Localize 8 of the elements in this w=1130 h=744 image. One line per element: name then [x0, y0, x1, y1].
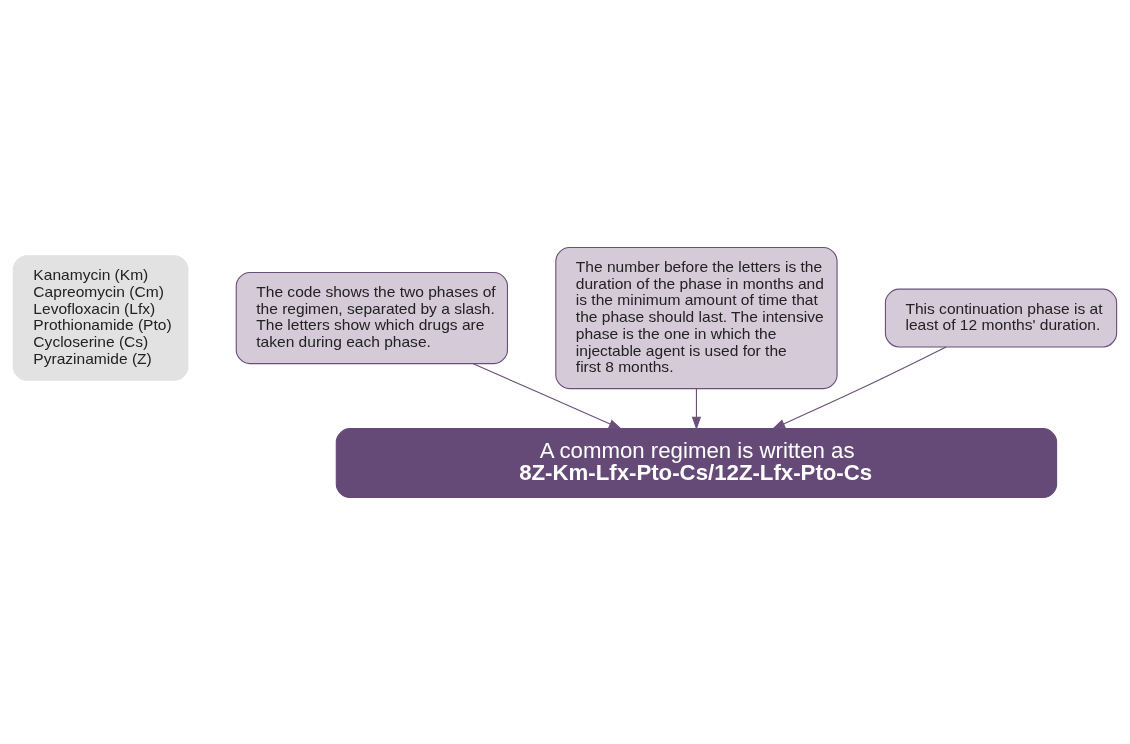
arrow	[691, 387, 702, 430]
node-box: A common regimen is written as 8Z-Km-Lfx-Pto-Cs/12Z-Lfx-Pto-Cs	[335, 427, 1058, 498]
node-box: The code shows the two phases of the regimen, separated by a slash. The letters show which drugs are taken during each phase.	[235, 271, 509, 364]
arrow	[472, 362, 623, 429]
arrow	[771, 346, 947, 429]
node-box: Kanamycin (Km) Capreomycin (Cm) Levofloxacin (Lfx) Prothionamide (Pto) Cycloserine (Cs) Pyrazinamide (Z)	[12, 254, 189, 381]
node-box: This continuation phase is at least of 12 months' duration.	[884, 288, 1118, 347]
node-box: The number before the letters is the duration of the phase in months and is the minimum amount of time that the phase should last. The intensive phase is the one in which the injectable agent is used for the first 8 months.	[555, 246, 838, 389]
